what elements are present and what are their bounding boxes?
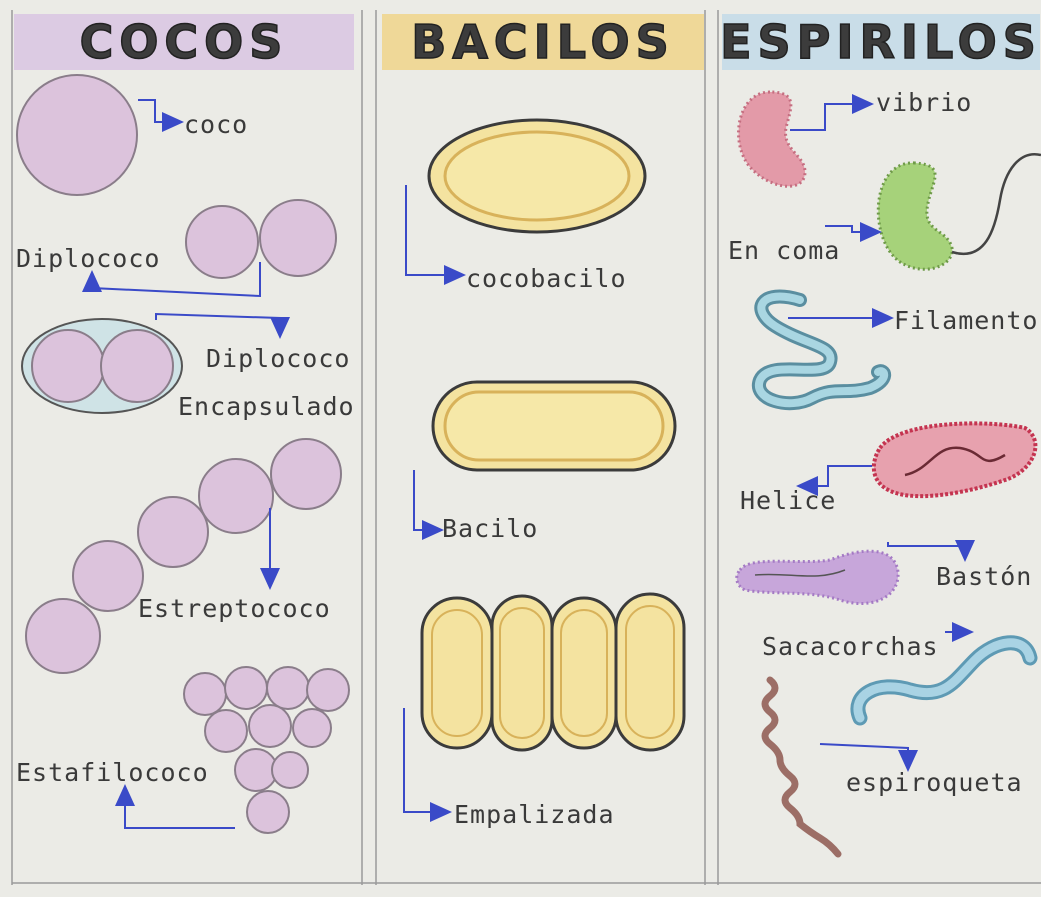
staphylococcus-drawing [184, 667, 349, 833]
vibrio-drawing [739, 92, 805, 186]
label-diplococo: Diplococo [16, 244, 160, 273]
label-helice: Helice [740, 486, 836, 515]
spirochete-drawing [765, 680, 838, 854]
comma-drawing [878, 154, 1041, 269]
helix-drawing [874, 423, 1036, 496]
label-sacacorchas: Sacacorchas [762, 632, 939, 661]
label-estafilococo: Estafilococo [16, 758, 209, 787]
label-cocobacilo: cocobacilo [466, 264, 627, 293]
header-cocos: COCOS [14, 14, 354, 70]
bacillus-drawing [433, 382, 675, 470]
header-espirilos: ESPIRILOS [722, 14, 1040, 70]
palisade-drawing [422, 594, 684, 750]
label-bacilo: Bacilo [442, 514, 538, 543]
streptococcus-drawing [26, 439, 341, 673]
label-empalizada: Empalizada [454, 800, 615, 829]
label-en-coma: En coma [728, 236, 840, 265]
label-coco: coco [184, 110, 248, 139]
coccobacillus-drawing [429, 120, 645, 232]
header-bacilos: BACILOS [382, 14, 704, 70]
filament-drawing [759, 297, 884, 404]
label-diplococo-encapsulado-2: Encapsulado [178, 392, 355, 421]
label-espiroqueta: espiroqueta [846, 768, 1023, 797]
label-baston: Bastón [936, 562, 1032, 591]
coccus-drawing [17, 75, 137, 195]
label-vibrio: vibrio [876, 88, 972, 117]
encapsulated-diplococcus-drawing [22, 319, 182, 413]
baston-drawing [737, 551, 898, 603]
label-estreptococo: Estreptococo [138, 594, 331, 623]
label-filamento: Filamento [894, 306, 1038, 335]
label-diplococo-encapsulado-1: Diplococo [206, 344, 350, 373]
